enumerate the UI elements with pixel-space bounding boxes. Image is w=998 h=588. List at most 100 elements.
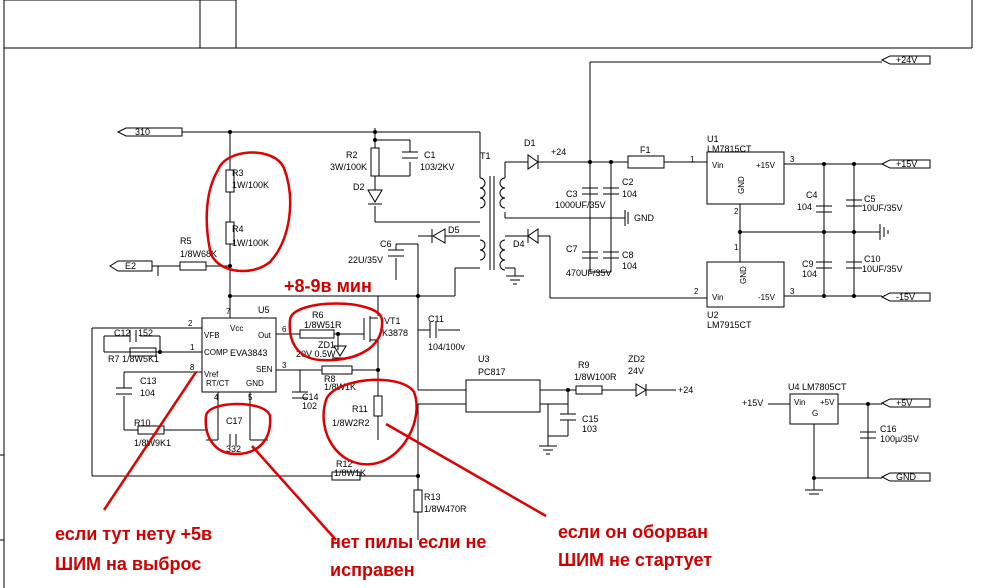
label-r10: R10 — [134, 418, 151, 428]
value-c15: 103 — [582, 424, 597, 434]
svg-text:310: 310 — [135, 127, 150, 137]
svg-text:6: 6 — [282, 325, 287, 334]
value-c16: 100µ/35V — [880, 434, 919, 444]
note-3-line1: если он оборван — [558, 522, 708, 542]
value-r12: 1/8W1K — [334, 468, 366, 478]
svg-text:+24V: +24V — [896, 55, 917, 65]
svg-text:+5V: +5V — [820, 398, 835, 407]
label-c15: C15 — [582, 414, 599, 424]
value-c10: 10UF/35V — [862, 264, 903, 274]
value-c12: 152 — [138, 328, 153, 338]
ic-u1 — [706, 151, 785, 205]
net-label-p5: +5V — [880, 398, 931, 408]
transformer-t1 — [454, 176, 506, 296]
label-zd1: ZD1 — [318, 340, 335, 350]
value-c9: 104 — [802, 269, 817, 279]
label-c3: C3 — [566, 189, 578, 199]
label-gnd: GND — [634, 213, 655, 223]
value-r10: 1/8W9K1 — [134, 438, 171, 448]
highlight-c17 — [204, 402, 272, 456]
svg-text:Vin: Vin — [712, 161, 723, 170]
note-3-line2: ШИМ не стартует — [558, 550, 712, 570]
label-c14: C14 — [302, 392, 319, 402]
value-zd2: 24V — [628, 366, 644, 376]
r2-resistor — [370, 147, 380, 177]
net-label-p24: +24V — [880, 55, 931, 65]
value-r7: 1/8W5K1 — [122, 354, 159, 364]
svg-text:1: 1 — [190, 343, 195, 352]
svg-text:G: G — [812, 409, 818, 418]
label-c12: C12 — [114, 328, 131, 338]
red-annotations: +8-9в мин если тут нету +5в ШИМ на выбро… — [55, 151, 712, 580]
net-label-p15: +15V — [880, 159, 931, 169]
label-r13: R13 — [424, 492, 441, 502]
note-1-line1: если тут нету +5в — [55, 524, 212, 544]
svg-text:7: 7 — [226, 307, 231, 316]
note-2-line2: исправен — [330, 560, 415, 580]
value-zd1: 20V 0.5W — [296, 349, 336, 359]
svg-text:Vref: Vref — [204, 370, 219, 379]
capacitors — [116, 151, 876, 446]
label-d1: D1 — [524, 138, 536, 148]
svg-text:Vcc: Vcc — [230, 324, 243, 333]
svg-text:+15V: +15V — [896, 159, 917, 169]
label-c13: C13 — [140, 376, 157, 386]
label-c4: C4 — [806, 190, 818, 200]
note-2-line1: нет пилы если не — [330, 532, 486, 552]
svg-text:Out: Out — [258, 331, 272, 340]
value-c3: 1000UF/35V — [555, 200, 606, 210]
drawing-frame — [0, 0, 973, 588]
svg-text:RT/CT: RT/CT — [206, 379, 230, 388]
svg-text:+15V: +15V — [756, 161, 776, 170]
svg-text:2: 2 — [694, 287, 699, 296]
value-c8: 104 — [622, 261, 637, 271]
label-c9: C9 — [802, 259, 814, 269]
svg-text:GND: GND — [896, 472, 917, 482]
r11-resistor — [373, 395, 383, 417]
svg-text:VFB: VFB — [204, 331, 220, 340]
net-label-310: 310 — [116, 127, 183, 137]
value-vt1: K3878 — [382, 328, 408, 338]
highlight-r6-zd1 — [288, 302, 384, 362]
arrow-u5-vref — [102, 371, 198, 511]
arrow-c17 — [251, 445, 337, 541]
svg-text:+5V: +5V — [896, 398, 912, 408]
label-c11: C11 — [428, 314, 444, 324]
label-c17: C17 — [226, 416, 243, 426]
svg-text:8: 8 — [190, 363, 195, 372]
r6-resistor — [299, 329, 335, 339]
label-r3: R3 — [232, 168, 244, 178]
label-c10: C10 — [864, 254, 881, 264]
label-u3: U3 — [478, 354, 490, 364]
value-r5: 1/8W68K — [180, 249, 217, 259]
value-r13: 1/8W470R — [424, 504, 467, 514]
svg-text:GND: GND — [246, 379, 264, 388]
component-labels: R3 1W/100K R4 1W/100K R5 1/8W68K R2 3W/1… — [108, 134, 919, 514]
r3-resistor — [225, 169, 235, 193]
resistors — [129, 147, 665, 513]
svg-text:GND: GND — [737, 176, 746, 194]
label-c2: C2 — [622, 177, 634, 187]
r10-resistor — [137, 425, 165, 435]
r13-resistor — [413, 489, 423, 513]
svg-text:5: 5 — [248, 393, 253, 402]
value-c1: 103/2KV — [420, 162, 455, 172]
label-c16: C16 — [880, 424, 897, 434]
r8-resistor — [321, 365, 353, 375]
svg-text:4: 4 — [214, 393, 219, 402]
ic-u5 — [201, 317, 277, 393]
label-r7: R7 — [108, 354, 120, 364]
value-c7: 470UF/35V — [566, 268, 612, 278]
label-c8: C8 — [622, 250, 634, 260]
value-c4: 104 — [797, 202, 812, 212]
label-c5: C5 — [864, 194, 876, 204]
value-r11: 1/8W2R2 — [332, 418, 370, 428]
net-label-n15: -15V — [880, 292, 931, 302]
value-c17: 332 — [226, 444, 241, 454]
value-u3: PC817 — [478, 367, 506, 377]
label-t1: T1 — [480, 151, 491, 161]
svg-text:+15V: +15V — [742, 398, 763, 408]
label-d2: D2 — [353, 182, 365, 192]
arrow-r11 — [385, 422, 547, 518]
